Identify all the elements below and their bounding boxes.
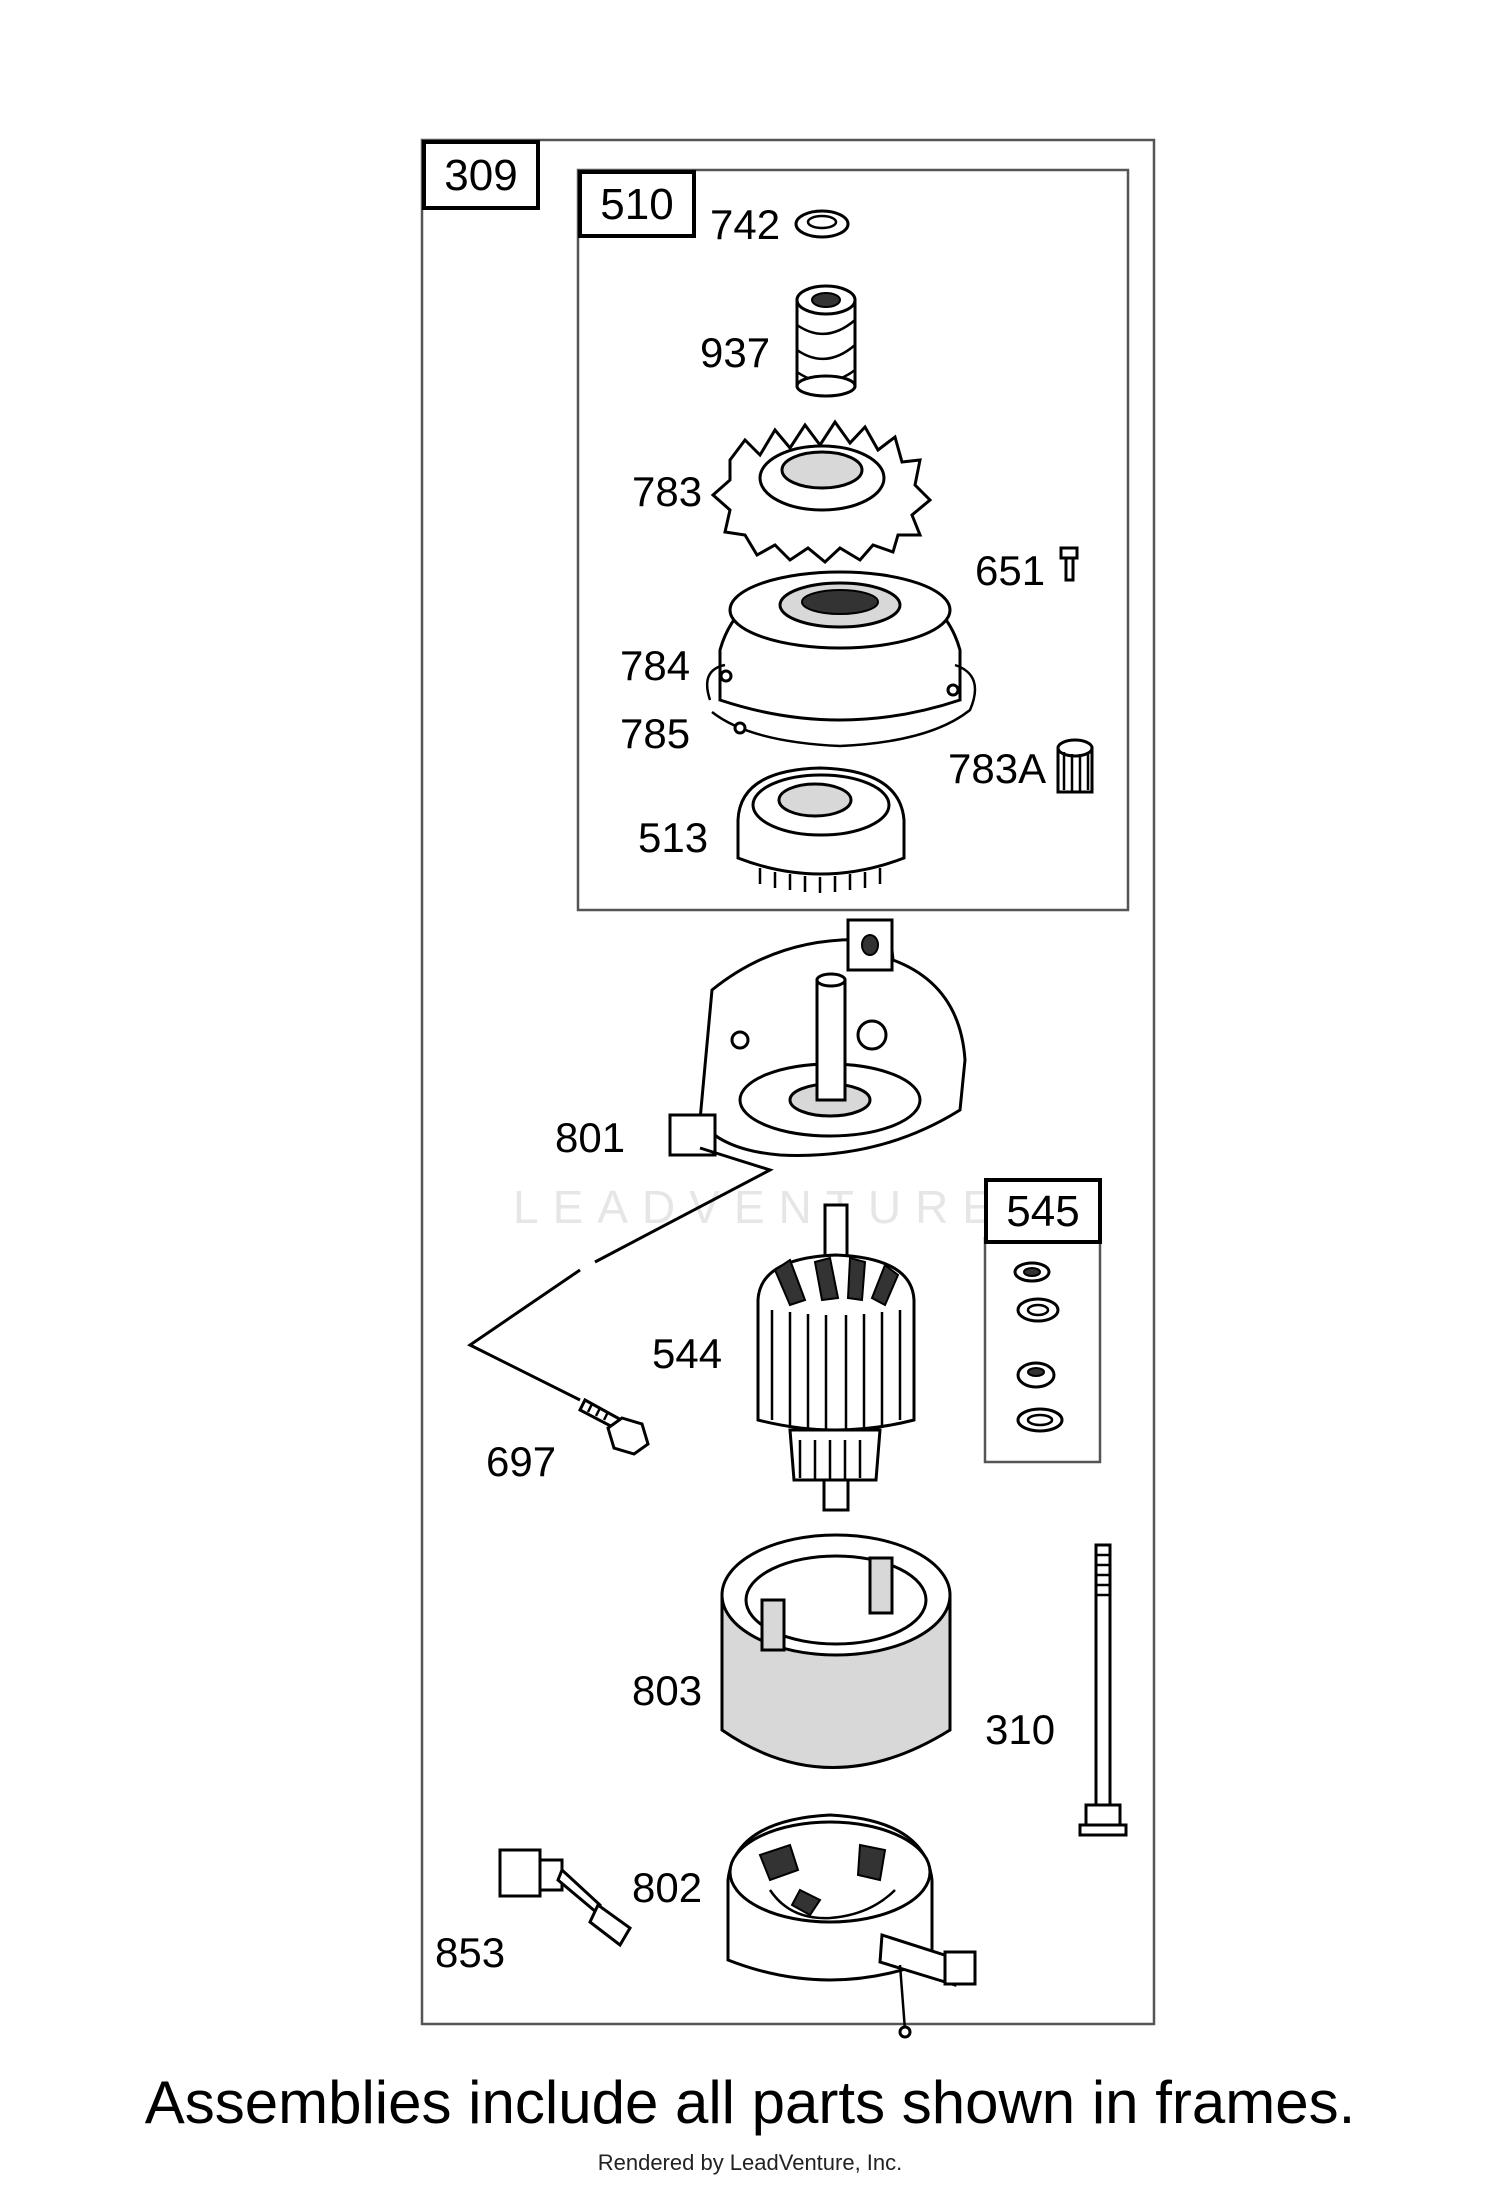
motor-housing-803 [720, 1533, 952, 1769]
label-783A: 783A [948, 745, 1046, 792]
box-label-309: 309 [422, 140, 540, 210]
label-801: 801 [555, 1114, 625, 1161]
gear-783 [710, 419, 933, 564]
frame-510 [576, 168, 1130, 912]
through-bolt-310 [1078, 1543, 1128, 1837]
label-544: 544 [652, 1330, 722, 1377]
assemblies-caption: Assemblies include all parts shown in fr… [144, 2069, 1356, 2136]
box-label-510: 510 [578, 170, 696, 238]
gasket-785 [705, 663, 977, 748]
frame-309 [420, 138, 1156, 2026]
svg-text:309: 309 [444, 151, 517, 200]
pinion-783A [1056, 738, 1094, 794]
housing-784 [718, 570, 962, 722]
label-697: 697 [486, 1438, 556, 1485]
bolt-697 [578, 1397, 650, 1456]
connector-853 [498, 1848, 632, 1948]
label-651: 651 [975, 547, 1045, 594]
credit-line: Rendered by LeadVenture, Inc. [597, 2150, 903, 2175]
label-853: 853 [435, 1929, 505, 1976]
screw-651 [1059, 546, 1079, 582]
label-937: 937 [700, 329, 770, 376]
label-803: 803 [632, 1667, 702, 1714]
leadventure-watermark: LEADVENTURE [513, 1181, 1007, 1233]
svg-text:510: 510 [600, 180, 673, 229]
label-785: 785 [620, 710, 690, 757]
label-742: 742 [710, 201, 780, 248]
spring-937 [795, 284, 857, 398]
washer-set-545 [1013, 1261, 1064, 1433]
clutch-513 [736, 766, 906, 893]
leader-line-697 [467, 1146, 774, 1402]
label-784: 784 [620, 642, 690, 689]
label-310: 310 [985, 1706, 1055, 1753]
svg-text:545: 545 [1006, 1187, 1079, 1236]
end-cap-801 [668, 918, 967, 1157]
label-783: 783 [632, 468, 702, 515]
label-513: 513 [638, 814, 708, 861]
brush-plate-802 [726, 1813, 977, 2039]
retaining-clip-742 [794, 209, 850, 239]
label-802: 802 [632, 1864, 702, 1911]
armature-544 [756, 1203, 916, 1512]
box-label-545: 545 [984, 1178, 1102, 1244]
